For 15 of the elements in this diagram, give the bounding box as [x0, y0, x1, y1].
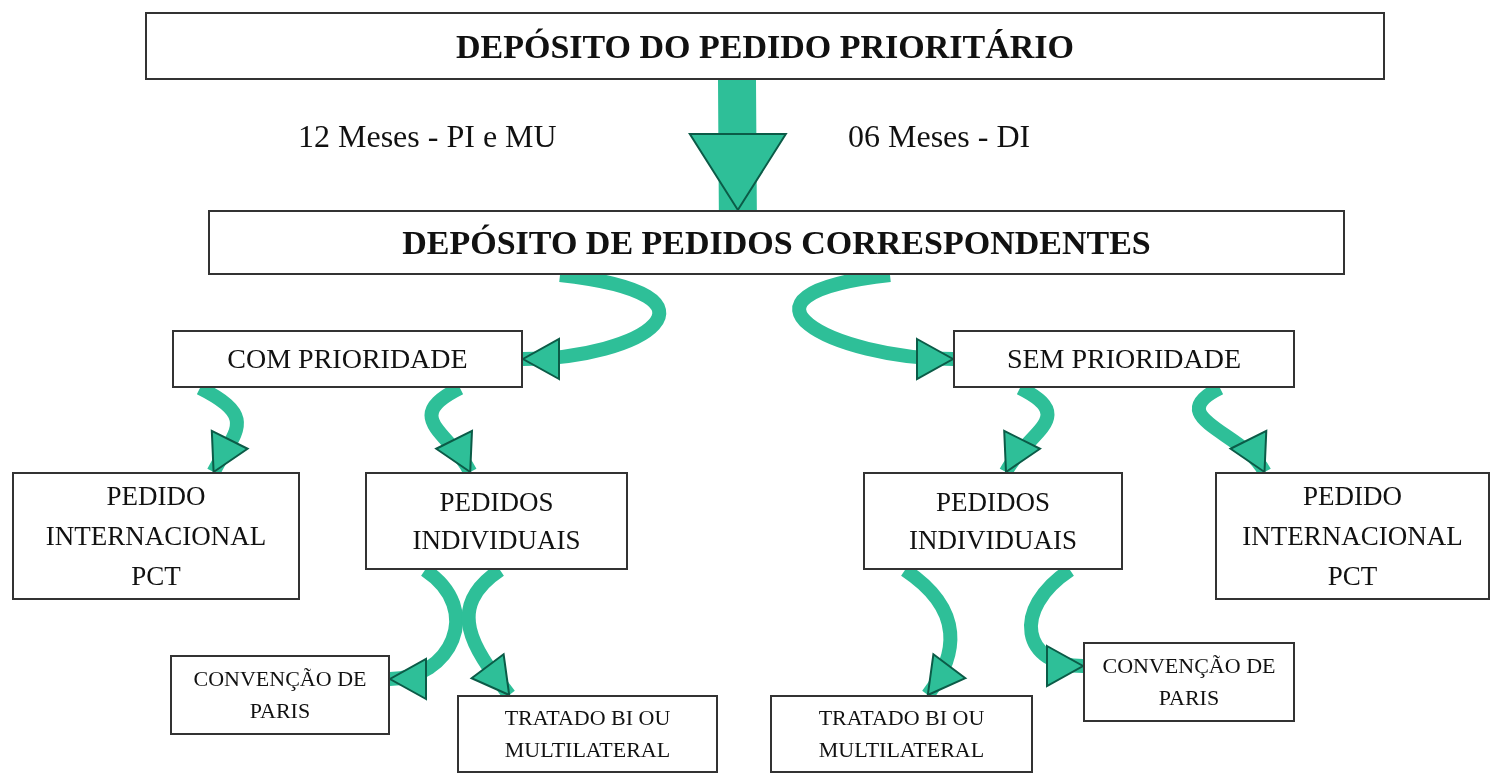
process-box: CONVENÇÃO DE PARIS	[170, 655, 390, 735]
process-box: PEDIDO INTERNACIONAL PCT	[12, 472, 300, 600]
process-box: CONVENÇÃO DE PARIS	[1083, 642, 1295, 722]
process-box: DEPÓSITO DE PEDIDOS CORRESPONDENTES	[208, 210, 1345, 275]
process-box: DEPÓSITO DO PEDIDO PRIORITÁRIO	[145, 12, 1385, 80]
process-box: PEDIDO INTERNACIONAL PCT	[1215, 472, 1490, 600]
arrow	[688, 80, 787, 211]
process-box: SEM PRIORIDADE	[953, 330, 1295, 388]
duration-label: 12 Meses - PI e MU	[298, 117, 557, 156]
process-box: COM PRIORIDADE	[172, 330, 523, 388]
process-box: PEDIDOS INDIVIDUAIS	[365, 472, 628, 570]
process-box: PEDIDOS INDIVIDUAIS	[863, 472, 1123, 570]
duration-label: 06 Meses - DI	[848, 117, 1031, 156]
process-box: TRATADO BI OU MULTILATERAL	[457, 695, 718, 773]
process-box: TRATADO BI OU MULTILATERAL	[770, 695, 1033, 773]
